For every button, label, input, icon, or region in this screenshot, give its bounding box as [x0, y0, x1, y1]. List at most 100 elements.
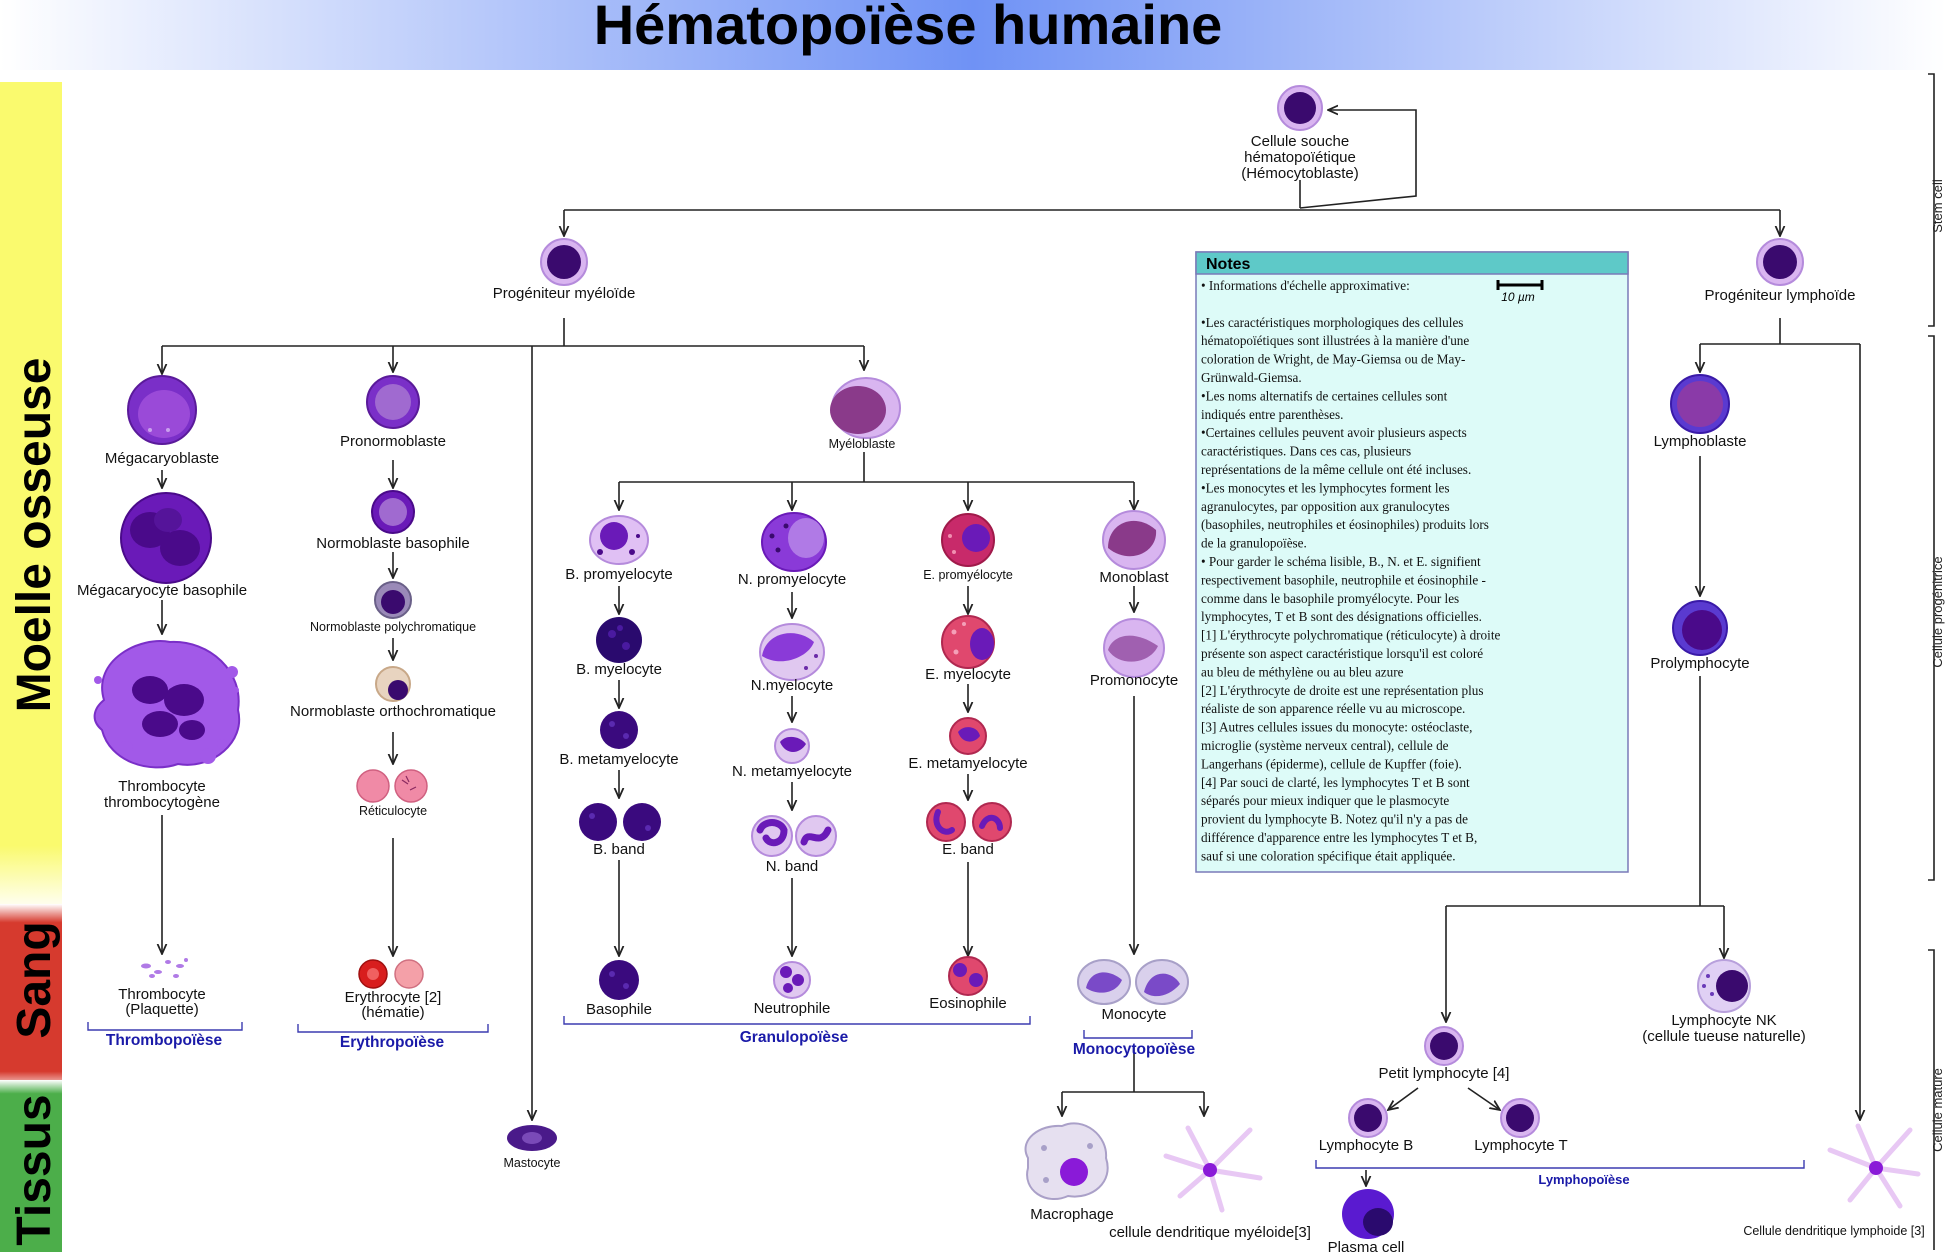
n-band-label: N. band — [766, 858, 819, 875]
hsc-cell-icon — [1277, 85, 1323, 131]
granulopoiesis-label: Granulopoïèse — [740, 1029, 849, 1046]
b-metamyelocyte-label: B. metamyelocyte — [559, 751, 678, 768]
mature-bracket — [1928, 949, 1935, 1250]
connector-lines — [162, 110, 1860, 1186]
notes-line: (basophiles, neutrophiles et éosinophile… — [1201, 517, 1489, 532]
lymphoid-dendritic-label: Cellule dendritique lymphoide [3] — [1743, 1224, 1924, 1238]
stage-stem-label: Stem cell — [1930, 179, 1945, 233]
t-lymphocyte-label: Lymphocyte T — [1474, 1137, 1567, 1154]
b-band-cell-icon — [579, 803, 661, 841]
erythrocyte-cell-icon — [358, 959, 424, 989]
notes-line: • Informations d'échelle approximative: — [1201, 278, 1410, 293]
notes-line: [1] L'érythrocyte polychromatique (rétic… — [1201, 628, 1500, 643]
lymphoblast-cell-icon — [1670, 374, 1730, 434]
macrophage-label: Macrophage — [1030, 1206, 1113, 1223]
lymphoid-progenitor-cell-icon — [1756, 238, 1804, 286]
notes-line: différence d'apparence entre les lymphoc… — [1201, 830, 1477, 845]
erythropoiesis-label: Erythropoïèse — [340, 1034, 445, 1051]
monoblast-cell-icon — [1102, 510, 1166, 570]
notes-line: de la granulopoïèse. — [1201, 536, 1307, 551]
e-metamyelocyte-cell-icon — [949, 717, 987, 755]
monoblast-label: Monoblast — [1099, 569, 1169, 586]
e-promyelocyte-label: E. promyélocyte — [923, 568, 1013, 582]
megakaryoblast-cell-icon — [127, 375, 197, 445]
neutrophil-label: Neutrophile — [754, 1000, 831, 1017]
notes-line: •Les monocytes et les lymphocytes formen… — [1201, 480, 1450, 495]
n-promyelocyte-cell-icon — [761, 512, 827, 572]
b-promyelocyte-label: B. promyelocyte — [565, 566, 673, 583]
nk-label-1: Lymphocyte NK — [1671, 1012, 1776, 1029]
megakaryocyte-basophil-label: Mégacaryocyte basophile — [77, 582, 247, 599]
marrow-band — [0, 82, 62, 912]
lymphoid-progenitor-label: Progéniteur lymphoïde — [1705, 287, 1856, 304]
basophilic-normoblast-label: Normoblaste basophile — [316, 535, 469, 552]
scale-bar-label: 10 µm — [1501, 290, 1535, 304]
b-promyelocyte-cell-icon — [589, 515, 649, 565]
orthochromatic-normoblast-cell-icon — [375, 666, 411, 702]
nk-lymphocyte-cell-icon — [1697, 959, 1751, 1013]
process-labels: Thrombopoïèse Erythropoïèse Granulopoïès… — [106, 1029, 1630, 1187]
e-myelocyte-cell-icon — [941, 615, 995, 669]
lymphoblast-label: Lymphoblaste — [1654, 433, 1747, 450]
process-bars — [87, 1016, 1805, 1169]
tissue-label: Tissus — [8, 1094, 61, 1245]
t-lymphocyte-cell-icon — [1500, 1098, 1540, 1138]
platelets-cell-icon — [141, 958, 188, 978]
e-promyelocyte-cell-icon — [941, 513, 995, 567]
small-lymphocyte-cell-icon — [1424, 1026, 1464, 1066]
polychromatic-normoblast-cell-icon — [374, 581, 412, 619]
megakaryocyte-basophil-cell-icon — [120, 492, 212, 584]
pronormoblast-cell-icon — [366, 375, 420, 429]
lymphoid-dendritic-cell-icon — [1827, 1123, 1921, 1209]
n-metamyelocyte-cell-icon — [774, 728, 810, 764]
notes-line: microglie (système nerveux central), cel… — [1201, 738, 1449, 753]
notes-line: sauf si une coloration spécifique était … — [1201, 848, 1456, 863]
mastocyte-label: Mastocyte — [504, 1156, 561, 1170]
myeloblast-cell-icon — [830, 377, 901, 439]
b-myelocyte-cell-icon — [596, 617, 642, 663]
notes-line: présente son aspect caractéristique lors… — [1201, 646, 1483, 661]
notes-line: • Pour garder le schéma lisible, B., N. … — [1201, 554, 1481, 569]
reticulocyte-label: Réticulocyte — [359, 804, 427, 818]
e-band-label: E. band — [942, 841, 994, 858]
tissue-band — [0, 1080, 62, 1252]
notes-line: Grünwald-Giemsa. — [1201, 370, 1302, 385]
b-myelocyte-label: B. myelocyte — [576, 661, 662, 678]
thrombocytogenic-thrombocyte-cell-icon — [93, 640, 241, 769]
orthochromatic-normoblast-label: Normoblaste orthochromatique — [290, 703, 496, 720]
b-band-label: B. band — [593, 841, 645, 858]
prolymphocyte-label: Prolymphocyte — [1650, 655, 1749, 672]
notes-line: •Certaines cellules peuvent avoir plusie… — [1201, 425, 1467, 440]
thrombocyte-label-1: Thrombocyte — [118, 986, 206, 1003]
nk-label-2: (cellule tueuse naturelle) — [1642, 1028, 1805, 1045]
n-band-cell-icon — [751, 815, 837, 857]
hsc-label-2: hématopoïétique — [1244, 149, 1356, 166]
myeloid-progenitor-cell-icon — [540, 238, 588, 286]
b-lymphocyte-label: Lymphocyte B — [1319, 1137, 1414, 1154]
notes-title: Notes — [1206, 256, 1251, 273]
header-banner — [0, 0, 1946, 70]
b-lymphocyte-cell-icon — [1348, 1098, 1388, 1138]
basophilic-normoblast-cell-icon — [371, 490, 415, 534]
notes-line: réaliste de son apparence réelle vu au m… — [1201, 701, 1465, 716]
prolymphocyte-cell-icon — [1672, 600, 1728, 656]
notes-line: [3] Autres cellules issues du monocyte: … — [1201, 720, 1472, 735]
notes-line: agranulocytes, par opposition aux granul… — [1201, 499, 1450, 514]
notes-line: indiqués entre parenthèses. — [1201, 407, 1343, 422]
notes-line: coloration de Wright, de May-Giemsa ou d… — [1201, 352, 1465, 367]
marrow-label: Moelle osseuse — [8, 358, 61, 713]
hsc-label-3: (Hémocytoblaste) — [1241, 165, 1359, 182]
e-metamyelocyte-label: E. metamyelocyte — [908, 755, 1027, 772]
blood-band — [0, 904, 62, 1090]
notes-line: provient du lymphocyte B. Notez qu'il n'… — [1201, 812, 1468, 827]
e-band-cell-icon — [926, 802, 1012, 842]
basophil-label: Basophile — [586, 1001, 652, 1018]
stage-mature-label: Cellule mature — [1930, 1068, 1945, 1152]
notes-line: caractéristiques. Dans ces cas, plusieur… — [1201, 444, 1411, 459]
thrombocyte-prod-label-1: Thrombocyte — [118, 778, 206, 795]
eosinophil-label: Eosinophile — [929, 995, 1007, 1012]
myeloid-dendritic-cell-icon — [1163, 1125, 1263, 1213]
notes-box: Notes 10 µm • Informations d'échelle app… — [1195, 251, 1629, 873]
monocyte-label: Monocyte — [1101, 1006, 1166, 1023]
